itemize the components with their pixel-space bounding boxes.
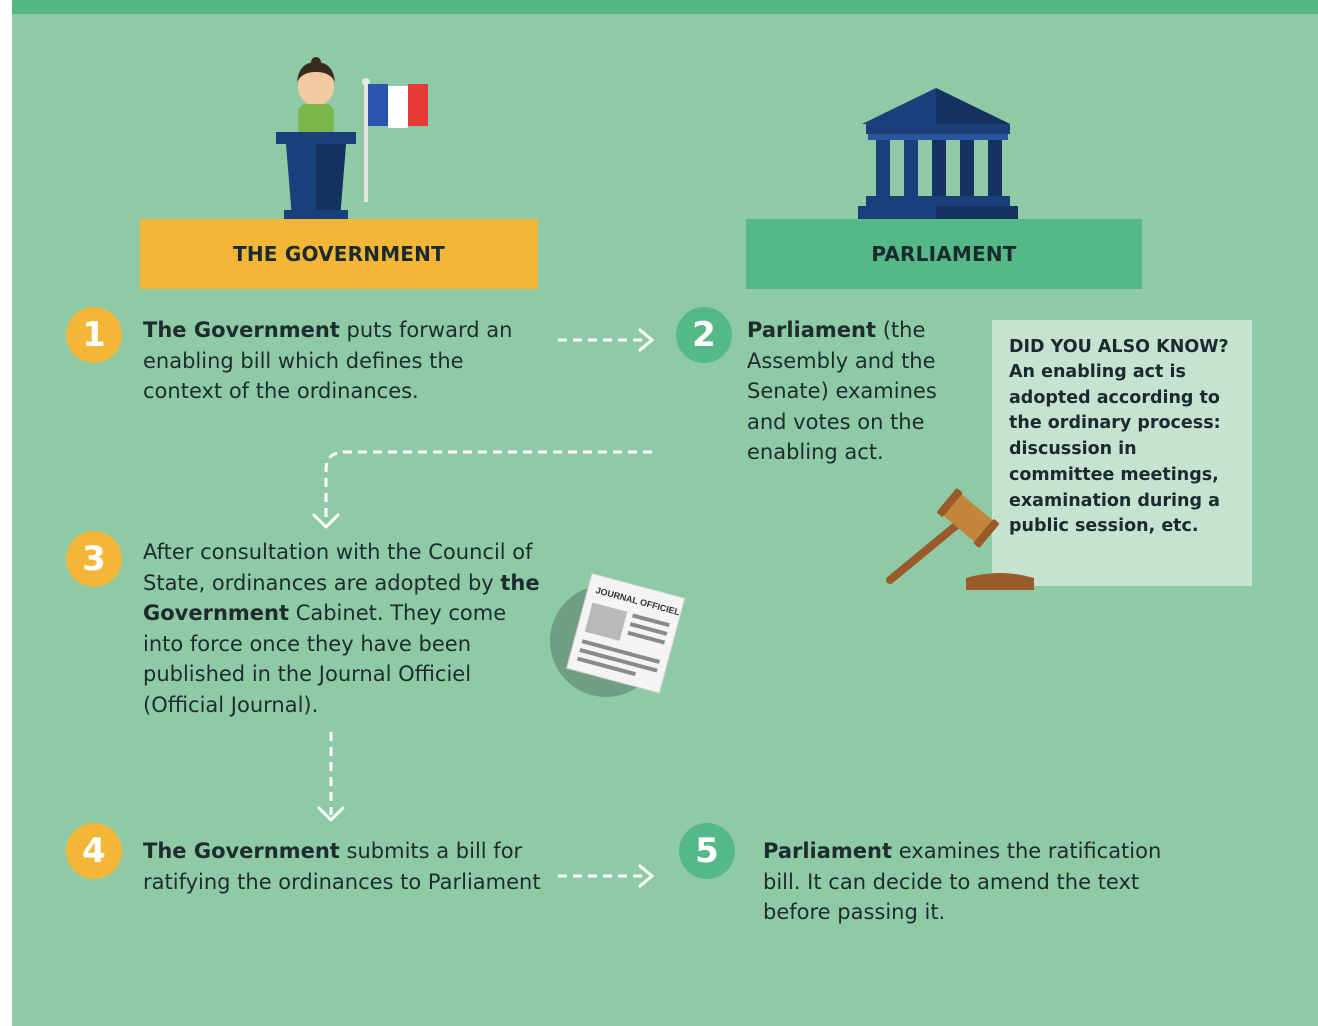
newspaper-icon: JOURNAL OFFICIEL xyxy=(566,572,686,694)
info-box xyxy=(992,320,1252,586)
step-3-pre: After consultation with the Council of S… xyxy=(143,540,533,595)
step-badge-1: 1 xyxy=(66,307,122,363)
step-5-bold: Parliament xyxy=(763,839,893,863)
step-5-text: Parliament examines the ratification bil… xyxy=(763,836,1183,928)
step-3-rest: Cabinet. They come into force once they … xyxy=(143,601,507,717)
arrowhead-2-to-3 xyxy=(312,513,340,529)
info-title: DID YOU ALSO KNOW? xyxy=(1009,337,1229,357)
gavel-icon xyxy=(886,488,1034,590)
step-badge-3: 3 xyxy=(66,531,122,587)
french-flag-icon xyxy=(362,78,428,202)
step-4-text: The Government submits a bill for ratify… xyxy=(143,836,543,897)
government-header: THE GOVERNMENT xyxy=(140,219,538,289)
top-band xyxy=(12,0,1318,14)
step-5-rest: examines the ratification bill. It can d… xyxy=(763,839,1162,924)
arrowhead-4-to-5 xyxy=(638,864,654,888)
step-1-text: The Government puts forward an enabling … xyxy=(143,315,533,407)
step-3-bold: the Government xyxy=(143,570,540,626)
step-badge-5: 5 xyxy=(679,823,735,879)
step-3-text: After consultation with the Council of S… xyxy=(143,537,548,720)
parliament-header: PARLIAMENT xyxy=(746,219,1142,289)
step-4-rest: submits a bill for ratifying the ordinan… xyxy=(143,839,541,894)
step-1-rest: puts forward an enabling bill which defi… xyxy=(143,318,513,403)
arrowhead-1-to-2 xyxy=(638,328,654,352)
arrowhead-3-to-4 xyxy=(317,806,345,822)
step-badge-2: 2 xyxy=(676,307,732,363)
step-2-bold: Parliament xyxy=(747,318,877,342)
step-4-bold: The Government xyxy=(143,839,340,863)
step-2-text: Parliament (the Assembly and the Senate)… xyxy=(747,315,959,468)
step-2-rest: (the Assembly and the Senate) examines a… xyxy=(747,318,937,464)
arrow-2-to-3 xyxy=(324,450,652,522)
speaker-at-podium-icon xyxy=(276,57,356,222)
info-body: An enabling act is adopted according to … xyxy=(1009,362,1221,537)
step-badge-4: 4 xyxy=(66,823,122,879)
parliament-building-icon xyxy=(858,88,1018,220)
step-1-bold: The Government xyxy=(143,318,340,342)
